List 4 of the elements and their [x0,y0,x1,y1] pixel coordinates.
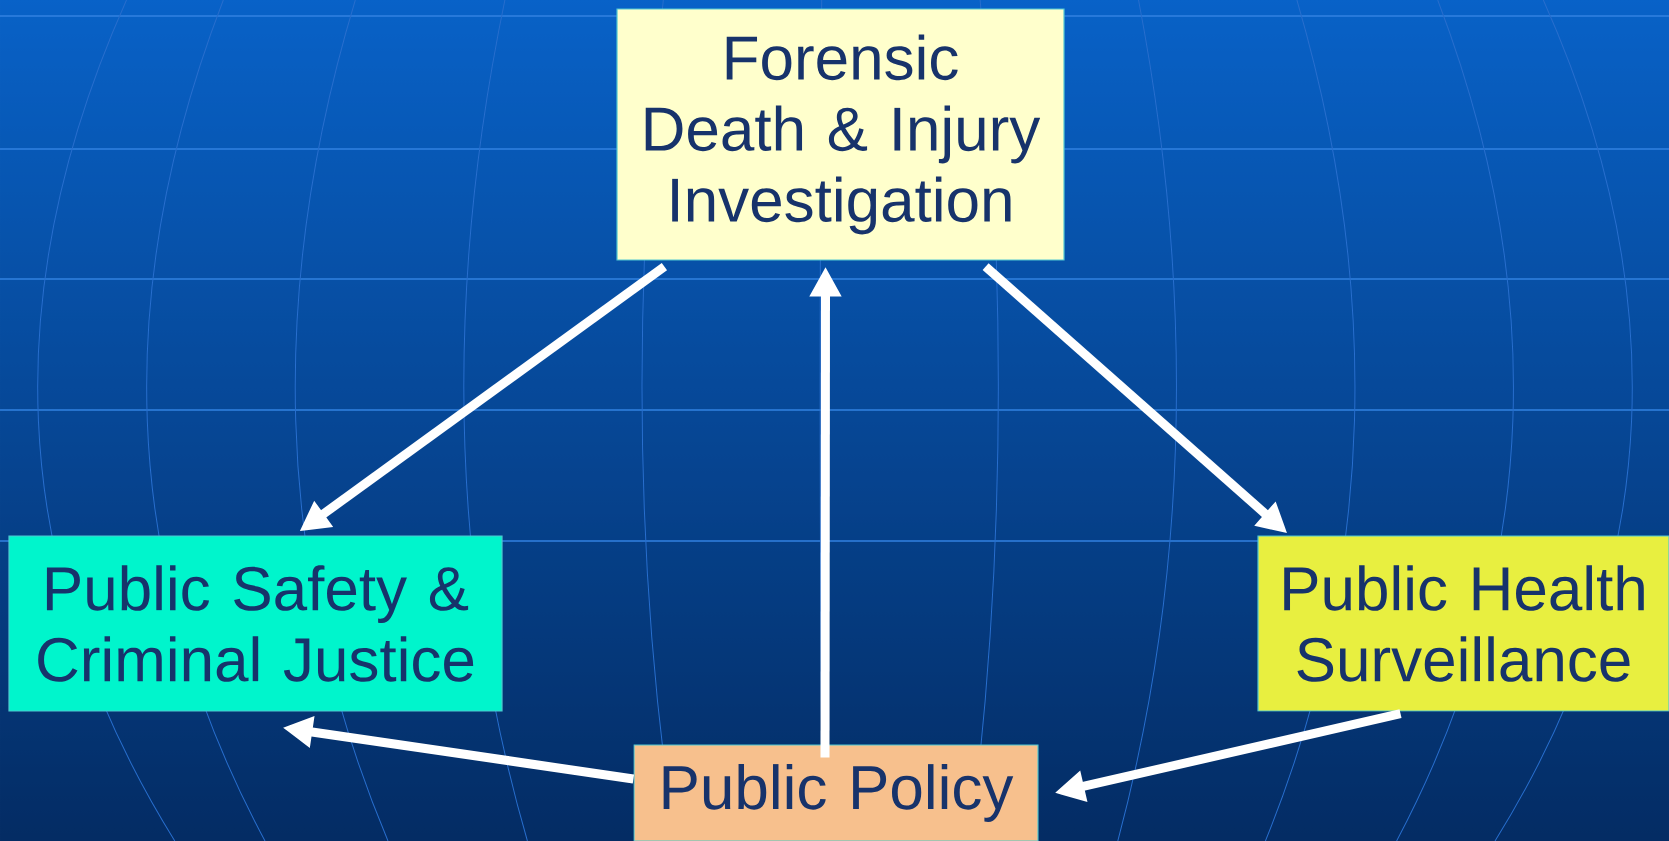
text-box: Public Safety & Criminal Justice [8,535,503,712]
text-box: Public Policy [633,744,1039,841]
text-box: Public Health Surveillance [1257,535,1669,712]
text-box: Forensic Death & Injury Investigation [616,8,1065,261]
